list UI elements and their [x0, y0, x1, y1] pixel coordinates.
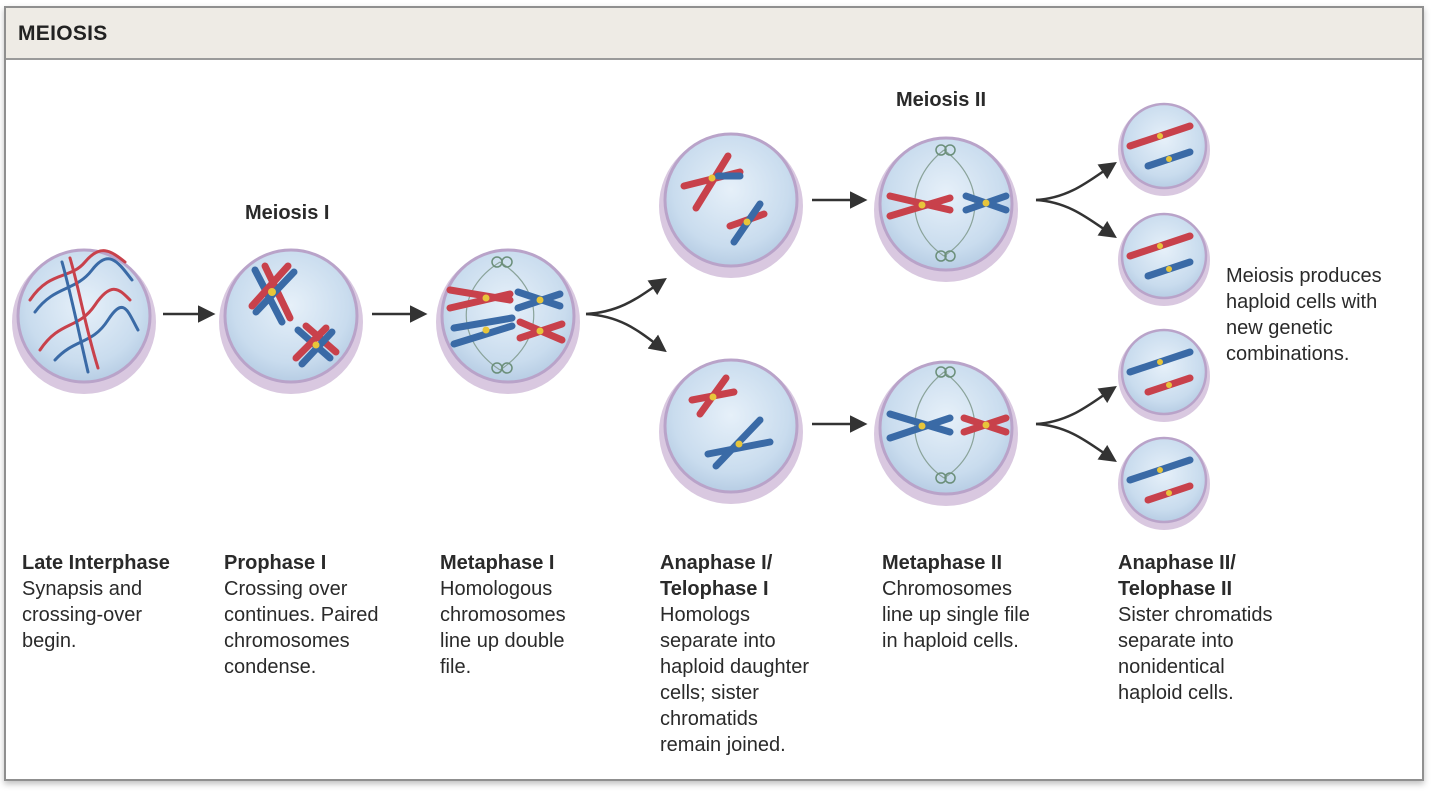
label-prophase-1: Prophase I Crossing over continues. Pair… [224, 550, 379, 680]
cell-anaphase-1-bottom [659, 358, 803, 504]
label-anaphase-2: Anaphase II/ Telophase II Sister chromat… [1118, 550, 1273, 706]
figure-title: MEIOSIS [18, 22, 108, 45]
phase-description: Crossing over continues. Paired chromoso… [224, 578, 379, 678]
cell-metaphase-2-top [874, 136, 1018, 282]
cell-anaphase-1-top [659, 132, 803, 278]
stage-title-meiosis-1: Meiosis I [245, 202, 330, 224]
phase-description: Chromosomes line up single file in haplo… [882, 578, 1030, 652]
cell-late-interphase [12, 248, 156, 394]
figure-header: MEIOSIS [6, 8, 1422, 60]
arrow-metaphase1-to-top [585, 278, 667, 316]
flow-arrows [163, 162, 1117, 462]
arrow-metaphase1-to-bottom [585, 312, 667, 353]
cell-anaphase-2-4 [1118, 436, 1210, 530]
label-metaphase-2: Metaphase II Chromosomes line up single … [882, 550, 1030, 654]
phase-title: Anaphase I/ Telophase I [660, 552, 773, 600]
phase-description: Homologous chromosomes line up double fi… [440, 578, 566, 678]
phase-description: Homologs separate into haploid daughter … [660, 604, 810, 756]
cell-prophase-1 [219, 248, 363, 394]
phase-description: Sister chromatids separate into nonident… [1118, 604, 1273, 704]
chromatin-strands [28, 249, 140, 374]
cell-anaphase-2-1 [1118, 102, 1210, 196]
arrow-metaphase2-bottom-lower [1035, 422, 1117, 462]
phase-title: Prophase I [224, 552, 327, 574]
label-anaphase-1: Anaphase I/ Telophase I Homologs separat… [660, 550, 809, 758]
label-late-interphase: Late Interphase Synapsis and crossing-ov… [22, 550, 170, 654]
label-metaphase-1: Metaphase I Homologous chromosomes line … [440, 550, 566, 680]
cell-metaphase-1 [436, 248, 580, 394]
arrow-metaphase2-top-upper [1035, 162, 1117, 202]
phase-description: Synapsis and crossing-over begin. [22, 578, 143, 652]
phase-title: Anaphase II/ Telophase II [1118, 552, 1236, 600]
stage-title-meiosis-2: Meiosis II [896, 89, 987, 111]
arrow-metaphase2-top-lower [1035, 198, 1117, 238]
phase-title: Metaphase I [440, 552, 555, 574]
cell-metaphase-2-bottom [874, 360, 1018, 506]
arrow-metaphase2-bottom-upper [1035, 386, 1117, 426]
summary-note: Meiosis produces haploid cells with new … [1226, 265, 1382, 365]
phase-title: Metaphase II [882, 552, 1003, 574]
cell-anaphase-2-3 [1118, 328, 1210, 422]
cell-anaphase-2-2 [1118, 212, 1210, 306]
phase-title: Late Interphase [22, 552, 170, 574]
